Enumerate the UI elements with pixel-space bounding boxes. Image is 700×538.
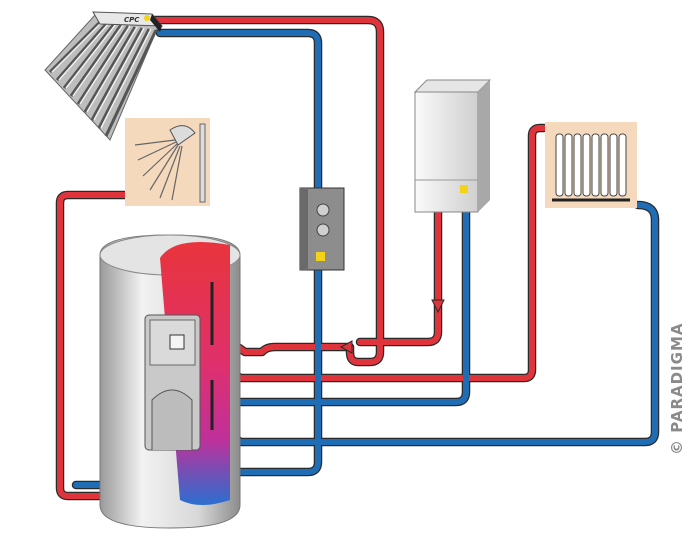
radiator-icon <box>555 133 627 197</box>
flow-arrow-icon <box>339 340 353 354</box>
shower-panel <box>125 118 210 206</box>
solar-collector: CPC <box>44 11 164 141</box>
flow-arrow-icon <box>431 299 445 314</box>
copyright-watermark: © PARADIGMA <box>668 322 686 456</box>
storage-tank <box>99 234 241 529</box>
radiator-panel <box>545 122 637 208</box>
solar-controller <box>299 187 345 271</box>
boiler <box>413 79 492 213</box>
hot-water-pipes <box>57 17 547 499</box>
shower-head-icon <box>134 125 196 201</box>
collector-logo: CPC <box>124 16 140 24</box>
collector-indicator-icon <box>144 15 150 21</box>
